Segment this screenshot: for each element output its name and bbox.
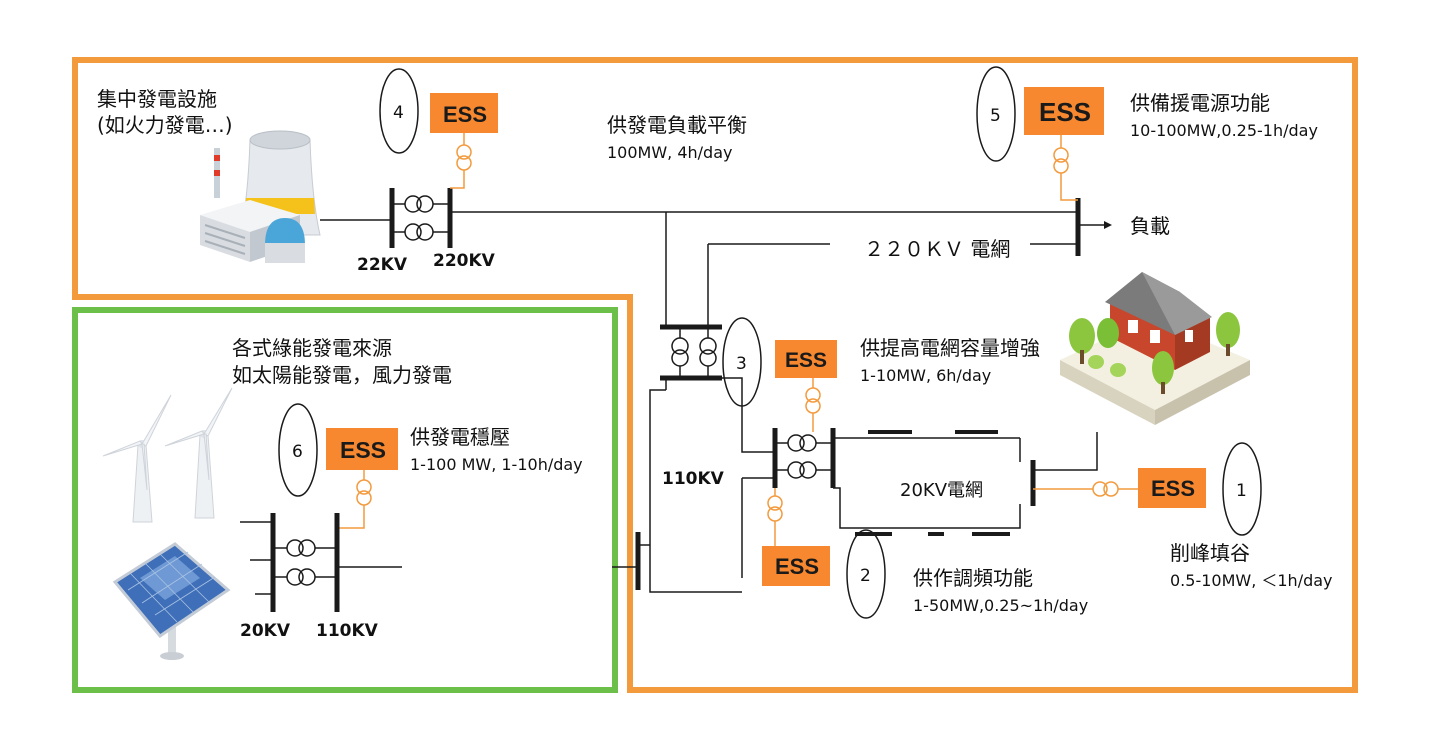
- marker-1: [1222, 442, 1262, 536]
- function-4-title: 供發電負載平衡: [607, 113, 747, 137]
- marker-2-label: 2: [860, 566, 871, 586]
- wind-turbine-icon: [102, 387, 233, 523]
- transformer-sub3: [671, 327, 717, 378]
- ess-5: [1024, 87, 1104, 135]
- function-6-detail: 1-100 MW, 1-10h/day: [410, 455, 583, 474]
- ess-2-label: ESS: [775, 554, 819, 579]
- function-3-title: 供提高電網容量增強: [860, 336, 1040, 360]
- function-5-title: 供備援電源功能: [1130, 91, 1270, 115]
- function-6-title: 供發電穩壓: [410, 425, 510, 449]
- marker-5-label: 5: [990, 106, 1001, 126]
- distribution-ring-20kv: [833, 430, 1098, 536]
- ess-1-transformer: [1033, 481, 1138, 497]
- ess-2: [762, 546, 830, 586]
- ess-5-label: ESS: [1039, 97, 1091, 127]
- function-1-detail: 0.5-10MW, ＜1h/day: [1170, 571, 1333, 590]
- marker-3-label: 3: [736, 354, 747, 374]
- marker-2: [846, 529, 886, 619]
- marker-6-label: 6: [292, 442, 303, 462]
- ess-6-transformer: [337, 470, 372, 529]
- label-22kv: 22KV: [357, 255, 408, 275]
- marker-5: [976, 66, 1016, 162]
- transformer-110-20: [775, 434, 833, 479]
- function-2-title: 供作調頻功能: [913, 566, 1033, 590]
- renewables-title: 各式綠能發電來源: [232, 336, 392, 360]
- ess-3-label: ESS: [785, 349, 827, 372]
- function-2-detail: 1-50MW,0.25~1h/day: [913, 596, 1088, 615]
- function-1-title: 削峰填谷: [1170, 541, 1250, 565]
- marker-4-label: 4: [393, 103, 404, 123]
- marker-1-label: 1: [1236, 481, 1247, 501]
- power-plant-icon: [200, 130, 321, 263]
- ess-6-label: ESS: [340, 437, 386, 463]
- grid-20-label: 20KV電網: [900, 480, 983, 501]
- ess-2-transformer: [767, 488, 783, 546]
- house-icon: [1060, 272, 1250, 425]
- label-110kv-left: 110KV: [316, 621, 379, 641]
- ess-6: [326, 428, 398, 470]
- load-label: 負載: [1130, 214, 1170, 238]
- ess-1-label: ESS: [1151, 476, 1195, 501]
- transformer-22-220: [392, 195, 450, 241]
- ess-4: [430, 93, 498, 133]
- marker-6: [278, 403, 318, 497]
- renewables-subtitle: 如太陽能發電，風力發電: [232, 363, 452, 387]
- function-3-detail: 1-10MW, 6h/day: [860, 366, 991, 385]
- ess-5-transformer: [1053, 135, 1078, 201]
- solar-panel-icon: [112, 542, 231, 660]
- ess-4-transformer: [450, 133, 472, 189]
- central-plant-subtitle: (如火力發電…): [97, 113, 233, 137]
- function-4-detail: 100MW, 4h/day: [607, 143, 732, 162]
- ess-4-label: ESS: [443, 102, 487, 127]
- central-region-border: [72, 57, 1358, 693]
- ess-3-transformer: [805, 378, 821, 432]
- grid-220-label: ２２０ＫＶ 電網: [864, 237, 1010, 261]
- load-arrow: [1104, 221, 1112, 229]
- transformer-20-110-left: [273, 539, 337, 586]
- renewable-region-border: [72, 307, 618, 693]
- marker-4: [379, 68, 419, 154]
- label-220kv: 220KV: [433, 251, 496, 271]
- ess-1: [1138, 468, 1206, 508]
- ess-3: [775, 340, 837, 378]
- label-110kv-mid: 110KV: [662, 469, 725, 489]
- label-20kv-left: 20KV: [240, 621, 291, 641]
- function-5-detail: 10-100MW,0.25-1h/day: [1130, 121, 1318, 140]
- central-plant-title: 集中發電設施: [97, 87, 217, 111]
